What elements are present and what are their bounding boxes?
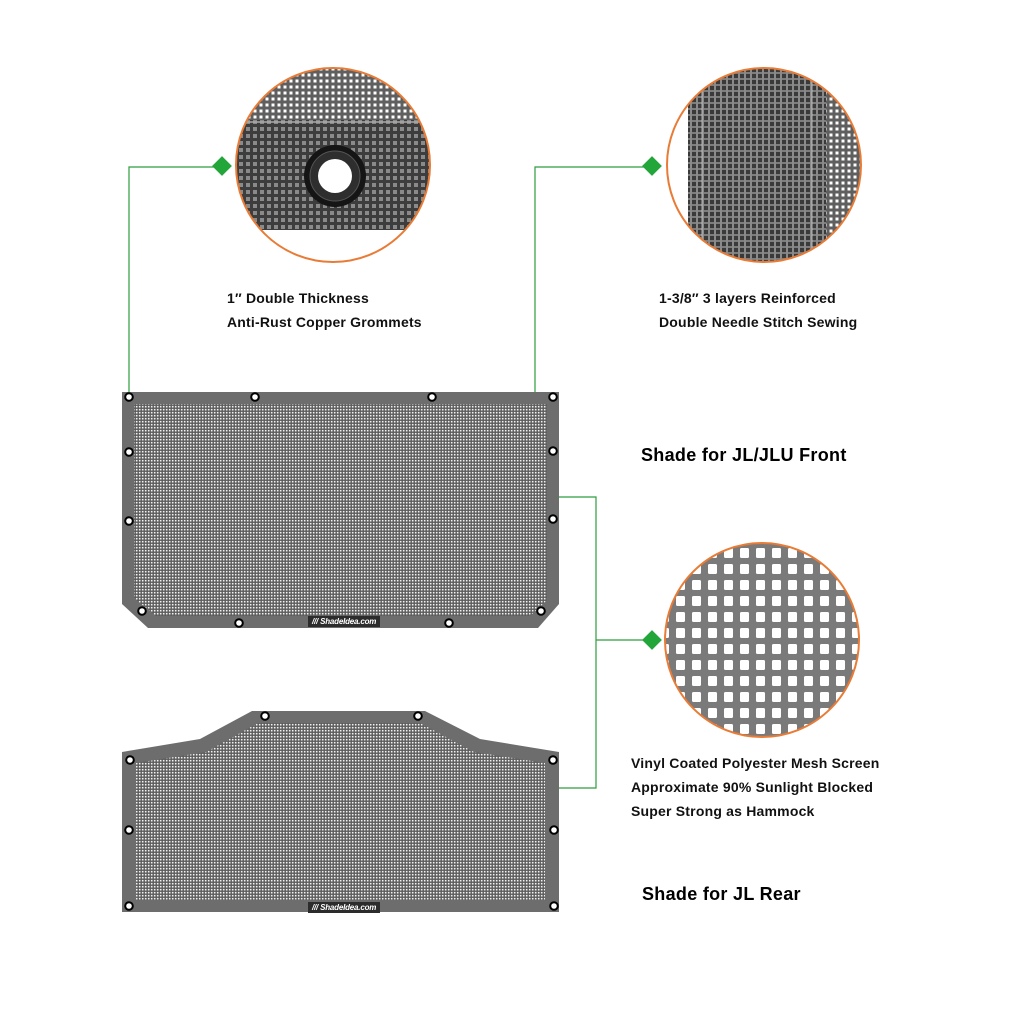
mesh-callout-line1: Vinyl Coated Polyester Mesh Screen — [631, 755, 880, 771]
front-shade-panel — [122, 392, 559, 628]
stitch-marker-icon — [642, 156, 662, 176]
rear-brand-tag: /// ShadeIdea.com — [308, 902, 381, 913]
grommet-callout-text: 1″ Double Thickness Anti-Rust Copper Gro… — [227, 286, 422, 334]
rear-panel-title: Shade for JL Rear — [642, 884, 801, 904]
stitch-closeup-icon — [667, 68, 861, 262]
grommet-callout-line2: Anti-Rust Copper Grommets — [227, 314, 422, 330]
front-panel-title: Shade for JL/JLU Front — [641, 445, 847, 465]
stitch-connector-line — [534, 166, 650, 397]
grommet-marker-icon — [212, 156, 232, 176]
mesh-callout-text: Vinyl Coated Polyester Mesh Screen Appro… — [631, 751, 880, 823]
stitch-callout-text: 1-3/8″ 3 layers Reinforced Double Needle… — [659, 286, 857, 334]
mesh-marker-icon — [642, 630, 662, 650]
grommet-callout-line1: 1″ Double Thickness — [227, 290, 369, 306]
stitch-callout-line2: Double Needle Stitch Sewing — [659, 314, 858, 330]
mesh-closeup-icon — [665, 543, 859, 737]
rear-grommets — [124, 711, 559, 911]
mesh-callout-line3: Super Strong as Hammock — [631, 803, 815, 819]
grommet-connector-line — [128, 166, 220, 397]
mesh-callout-line2: Approximate 90% Sunlight Blocked — [631, 779, 874, 795]
front-brand-tag: /// ShadeIdea.com — [308, 616, 381, 627]
stitch-callout-line1: 1-3/8″ 3 layers Reinforced — [659, 290, 836, 306]
rear-shade-panel — [122, 711, 559, 912]
grommet-closeup-icon — [236, 68, 430, 262]
front-grommets — [124, 392, 558, 628]
